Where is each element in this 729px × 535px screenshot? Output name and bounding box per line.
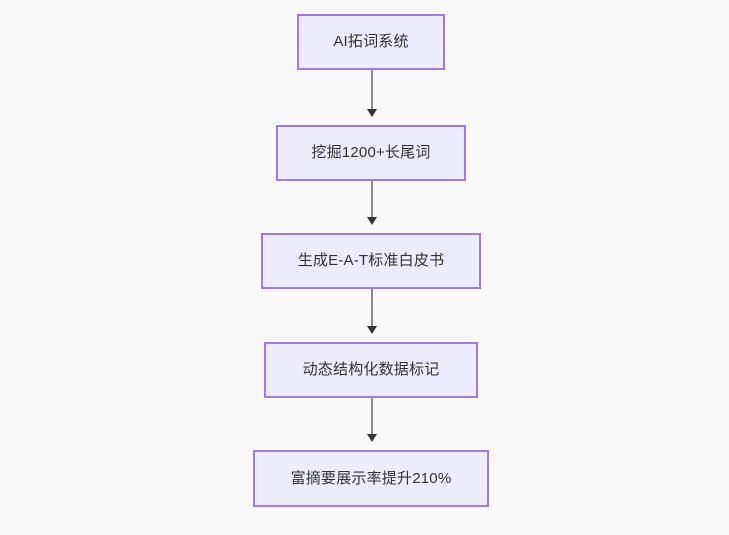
arrowhead-icon bbox=[367, 434, 377, 442]
flow-node-label: 挖掘1200+长尾词 bbox=[311, 144, 431, 161]
flow-node-label: 动态结构化数据标记 bbox=[302, 361, 440, 378]
flow-node-label: AI拓词系统 bbox=[333, 33, 409, 50]
flow-node-label: 富摘要展示率提升210% bbox=[290, 469, 452, 487]
flow-node-2[interactable]: 挖掘1200+长尾词 bbox=[276, 125, 466, 181]
flow-node-5[interactable]: 富摘要展示率提升210% bbox=[253, 450, 489, 507]
arrowhead-icon bbox=[367, 326, 377, 334]
arrowhead-icon bbox=[367, 109, 377, 117]
arrowhead-icon bbox=[367, 217, 377, 225]
flow-node-3[interactable]: 生成E-A-T标准白皮书 bbox=[261, 233, 481, 289]
connector-line bbox=[371, 289, 373, 327]
flow-node-label: 生成E-A-T标准白皮书 bbox=[297, 252, 445, 269]
flow-node-4[interactable]: 动态结构化数据标记 bbox=[264, 342, 478, 398]
connector-line bbox=[371, 181, 373, 218]
flow-node-1[interactable]: AI拓词系统 bbox=[297, 14, 445, 70]
connector-line bbox=[371, 398, 373, 435]
connector-line bbox=[371, 70, 373, 110]
